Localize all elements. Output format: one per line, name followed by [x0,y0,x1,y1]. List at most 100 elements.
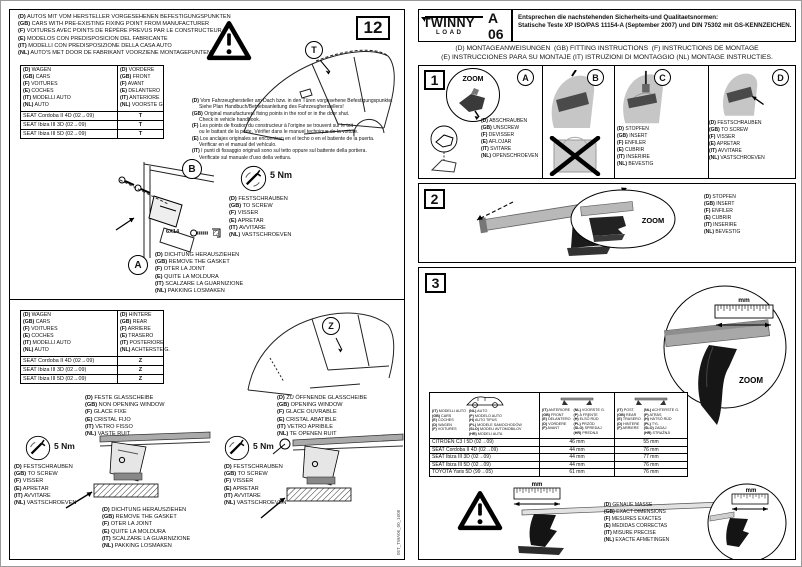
svg-text:ZOOM: ZOOM [642,216,665,225]
lang-line: (NL) VASTSCHROEVEN [224,500,287,507]
lang-line: (NL) ACHTERSTE G. [643,408,680,412]
foot-clamp-sketch [424,124,464,174]
torque-wrench-icon [224,435,250,461]
step-1-number: 1 [424,70,445,90]
lang-line: (E) MEDIDAS CORRECTAS [604,523,668,529]
step-2-number: 2 [424,189,445,209]
zoom-detail-ellipse: ZOOM [569,188,681,252]
lang-line: (NL) AUTO [23,102,49,108]
table-row: SEAT Ibiza III 3D (02→09)Z [20,365,164,375]
lang-line: (NL) AUTO [468,409,488,413]
torque-wrench-icon [240,165,267,192]
lang-line: (E) CUBRIR [704,215,732,221]
lang-line: (E) CUBRIR [617,147,645,153]
lang-line: (F) GLACE FIXE [85,409,127,416]
lang-line: (E) TRASERO [120,333,154,339]
lang-line: (E) AFLOJAR [481,139,512,145]
value-cell: T [117,120,164,130]
lang-line: (D) HINTERE [617,421,640,426]
lang-line: (GB) TO SCREW [224,471,268,478]
lang-line: (D) FESTSCHRAUBEN [224,464,283,470]
screw-tight-list-4: (D) FESTSCHRAUBEN(GB) TO SCREW(F) VISSER… [709,120,765,162]
lang-line: (E) Los anclajes originales se encuentra… [192,135,375,142]
unscrew-list: (D) ABSCHRAUBEN(GB) UNSCREW(F) DEVISSER(… [481,118,538,160]
torque-wrench-icon [25,435,51,461]
lang-line: (PL) TYL [643,421,659,426]
rear-table-position-header: (D) HINTERE(GB) REAR(F) ARRIERE(E) TRASE… [117,310,170,357]
step-d-letter: D [777,72,784,83]
step-a-circle: A [517,69,534,86]
lang-line: (E) COCHES [23,88,54,94]
lang-line: (NL) VASTSCHROEVEN [229,232,292,239]
cars-header-langs-2: (NL) AUTO(P) MODELO AUTO(H) AUTO TIPUS(P… [469,409,522,436]
lang-line: (F) OTER LA JOINT [155,266,206,273]
norms-line-2: Statische Teste XP ISO/PAS 11154-A (Sept… [518,22,792,30]
step-c-letter: C [659,72,666,83]
rear-value-cell: 76 mm [614,460,688,469]
twinny-load-logo: TWINNY LOAD [421,15,483,36]
lang-line: (D) ABSCHRAUBEN [481,118,528,124]
panel-divider [708,66,709,178]
front-header-cell: (IT) ANTERIORE(GB) FRONT(E) DELANTERO(D)… [539,392,615,439]
lang-line: (E) APRETAR [224,485,259,492]
car-side-icon [432,395,537,408]
rear-fixing-table: (D) WAGEN(GB) CARS(F) VOITURES(E) COCHES… [20,310,170,384]
page-number-text: 12 [363,18,383,37]
lang-line: (IT) AVVITARE [709,148,742,154]
lang-line: (D) VORDERE [120,67,155,73]
value-cell: Z [117,356,164,366]
brand-subname: LOAD [436,28,464,36]
lang-line: (F) GLACE OUVRABLE [277,409,337,416]
front-table-cars-header: (D) WAGEN(GB) CARS(F) VOITURES(E) COCHES… [20,65,118,112]
model-cell: SEAT Ibiza III 3D (02→09) [20,365,118,375]
model-cell: SEAT Cordoba II 4D (02→09) [20,111,118,121]
lang-line: (E) COCHES [432,418,454,422]
lang-line: (GB) CARS WITH PRE-EXISTING FIXING POINT… [18,21,210,28]
lang-line: (PL) PRZÓD [573,421,595,426]
value-cell: T [117,111,164,121]
lang-line: (NL) BEVESTIG [617,161,654,167]
lang-line: (SLO) SPREDAJ [573,426,602,430]
rear-header-cell: (IT) POST.(GB) REAR(E) TRASERO(D) HINTER… [614,392,688,439]
lang-line: (NL) VASTSCHROEVEN [14,500,77,507]
lang-line: (D) FESTSCHRAUBEN [709,120,762,126]
svg-text:mm: mm [738,297,750,304]
screw-tight-list-1: (D) FESTSCHRAUBEN(GB) TO SCREW(F) VISSER… [229,196,291,239]
lang-line: (D) WAGEN [23,67,52,73]
lang-line: (IT) I punti di fissaggio originali sono… [192,148,367,155]
svg-text:ZOOM: ZOOM [739,376,763,385]
lang-line: (D) AUTOS MIT VOM HERSTELLER VORGESEHENE… [18,14,231,20]
lang-line: (GB) TO SCREW [14,471,58,478]
svg-text:mm: mm [746,488,757,494]
lang-line: (D) ZU ÖFFNENDE GLASSCHEIBE [277,395,368,401]
lang-line: (F) VOITURES [23,81,58,87]
lang-line: (E) CRISTAL ABATIBLE [277,416,337,423]
step-a-letter: A [522,72,529,83]
lang-line: (D) DICHTUNG HERAUSZIEHEN [155,252,240,258]
measurement-table: (IT) MODELLI AUTO(GB) CARS(E) COCHES(D) … [429,392,688,477]
lang-line: (P) ATRÁS [643,412,662,417]
lang-line: (IT) ANTERIORE [542,408,571,412]
lang-line: (F) MESURES EXACTES [604,516,662,522]
lang-line: (IT) POST. [617,408,635,412]
lang-line: (D) FESTE GLASSCHEIBE [85,395,154,401]
lang-line: (E) MODELOS CON PREDISPOSICION DEL FABRI… [18,35,168,42]
lang-line: (IT) POSTERIORE [120,340,164,346]
lang-line: (PL) MODELE SAMOCHODÓW [468,422,522,427]
lang-line: (IT) MODELLI AUTO [23,340,71,346]
lang-line: (IT) MODELLI CON PREDISPOSIZIONE DELLA C… [18,42,172,49]
lang-line: (GB) INSERT [617,133,648,139]
lang-line: (E) TRASERO [617,417,641,421]
gasket-list-1: (D) DICHTUNG HERAUSZIEHEN(GB) REMOVE THE… [155,252,243,295]
lang-line: (NL) PAKKING LOSMAKEN [102,543,172,550]
lang-line: (H) HÁTSÓ RÚD [643,417,672,421]
lang-line: (GB) OPENING WINDOW [277,402,343,409]
step-c-circle: C [654,69,671,86]
lang-line: (F) VOITURES [432,427,457,431]
lang-line: (SLO) ZADAJ [643,426,667,430]
lang-line: (E) DELANTERO [120,88,161,94]
lang-line: (D) VORDERE [542,421,567,426]
step-1-panel: 1 ZOOM A (D) ABSCHRAUBEN(GB) UNSCR [418,65,796,179]
exact-dimensions-list: (D) GENAUE MASSE(GB) EXACT DIMENSIONS(F)… [604,502,669,544]
